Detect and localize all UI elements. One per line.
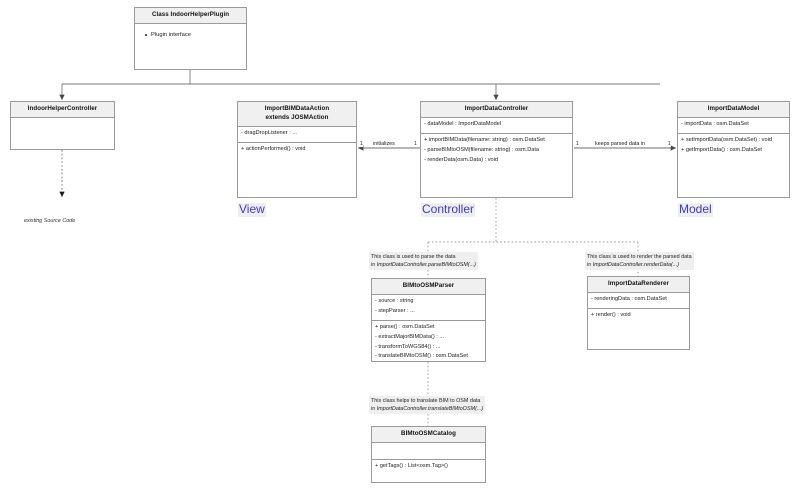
note-catalog-line2: in ImportDataController.translateBIMtoOS… bbox=[371, 405, 483, 413]
attribute-row: - dataModel : ImportDataModel bbox=[424, 121, 502, 128]
note-renderer: This class is used to render the parsed … bbox=[585, 252, 694, 271]
class-box-importdatarenderer[interactable]: ImportDataRenderer - renderingData : osm… bbox=[587, 276, 690, 350]
method-row: + getTags() : List<osm.Tag>() bbox=[375, 463, 448, 470]
method-row: - renderData(osm.Data) : void bbox=[424, 156, 498, 163]
note-parser-line1: This class is used to parse the data bbox=[371, 254, 456, 260]
attributes-importbimdataaction: - dragDropListener : ... bbox=[238, 127, 356, 143]
relation-label-initializes: initializes bbox=[372, 141, 396, 147]
note-catalog-line2-italic: ImportDataController.translateBIMtoOSM(.… bbox=[376, 406, 484, 413]
attribute-row: - source : string bbox=[375, 298, 414, 305]
note-parser-line2: in ImportDataController.parseBIMtoOSM(..… bbox=[371, 261, 476, 269]
method-row: + getImportData() : osm.DataSet bbox=[681, 147, 762, 154]
method-row: - translateBIMtoOSM() : osm.DataSet bbox=[375, 353, 468, 360]
attribute-row: - dragDropListener : ... bbox=[241, 130, 297, 137]
class-box-indoorhelperplugin[interactable]: Class IndoorHelperPlugin Plugin interfac… bbox=[134, 7, 247, 70]
stereotype-view: View bbox=[238, 202, 266, 217]
class-title-bimtoosmcatalog: BIMtoOSMCatalog bbox=[372, 427, 485, 443]
class-body-indoorhelpercontroller bbox=[11, 118, 114, 149]
class-title-importdatamodel: ImportDataModel bbox=[678, 102, 789, 118]
note-renderer-line2-prefix: in bbox=[587, 262, 593, 269]
class-title-indoorhelperplugin: Class IndoorHelperPlugin bbox=[135, 8, 246, 24]
class-title-importdatarenderer: ImportDataRenderer bbox=[588, 277, 689, 293]
class-title-importdatacontroller: ImportDataController bbox=[421, 102, 572, 118]
method-row: + parse() : osm.DataSet bbox=[375, 324, 435, 331]
methods-importdatacontroller: + importBIMData(filename: string) : osm.… bbox=[421, 134, 572, 197]
attributes-importdatacontroller: - dataModel : ImportDataModel bbox=[421, 118, 572, 134]
stereotype-controller: Controller bbox=[421, 202, 476, 217]
note-renderer-line2: in ImportDataController.renderData(...) bbox=[587, 261, 692, 269]
method-row: + render() : void bbox=[591, 312, 631, 319]
stereotype-model: Model bbox=[678, 202, 713, 217]
methods-bimtoosmparser: + parse() : osm.DataSet - extractMajorBI… bbox=[372, 321, 485, 365]
note-catalog-line2-prefix: in bbox=[371, 406, 377, 413]
methods-importdatarenderer: + render() : void bbox=[588, 309, 689, 349]
plugin-feature-item: Plugin interface bbox=[145, 31, 240, 40]
note-renderer-line2-italic: ImportDataController.renderData(...) bbox=[592, 262, 680, 269]
attribute-row: - stepParser : ... bbox=[375, 308, 415, 315]
note-parser: This class is used to parse the data in … bbox=[369, 252, 478, 271]
class-box-importdatacontroller[interactable]: ImportDataController - dataModel : Impor… bbox=[420, 101, 573, 198]
existing-source-code-label: existing Source Code bbox=[24, 218, 76, 224]
class-title-indoorhelpercontroller: IndoorHelperController bbox=[11, 102, 114, 118]
relation-label-keeps-parsed-data: keeps parsed data in bbox=[594, 141, 647, 147]
note-catalog: This class helps to translate BIM to OSM… bbox=[369, 396, 486, 415]
attribute-row: - importData : osm.DataSet bbox=[681, 121, 749, 128]
multiplicity-initializes-target: 1 bbox=[414, 141, 417, 147]
class-box-importbimdataaction[interactable]: ImportBIMDataAction extends JOSMAction -… bbox=[237, 101, 357, 198]
multiplicity-initializes-source: 1 bbox=[360, 141, 363, 147]
class-title-line1: ImportBIMDataAction bbox=[264, 105, 330, 112]
method-row: - transformToWGS84() : ... bbox=[375, 343, 441, 350]
attributes-importdatarenderer: - renderingData : osm.DataSet bbox=[588, 293, 689, 309]
class-title-importbimdataaction: ImportBIMDataAction extends JOSMAction bbox=[238, 102, 356, 127]
class-box-bimtoosmparser[interactable]: BIMtoOSMParser - source : string - stepP… bbox=[371, 278, 486, 362]
method-row: + actionPerformed() : void bbox=[241, 146, 306, 153]
plugin-feature-list: Plugin interface bbox=[135, 24, 246, 43]
note-renderer-line1: This class is used to render the parsed … bbox=[587, 254, 692, 260]
attributes-bimtoosmparser: - source : string - stepParser : ... bbox=[372, 295, 485, 321]
method-row: + importBIMData(filename: string) : osm.… bbox=[424, 137, 545, 144]
method-row: - extractMajorBIMData() : ... bbox=[375, 333, 445, 340]
attributes-importdatamodel: - importData : osm.DataSet bbox=[678, 118, 789, 134]
attribute-row: - renderingData : osm.DataSet bbox=[591, 296, 667, 303]
class-title-line2: extends JOSMAction bbox=[265, 113, 329, 121]
multiplicity-keeps-source: 1 bbox=[576, 141, 579, 147]
note-catalog-line1: This class helps to translate BIM to OSM… bbox=[371, 398, 481, 404]
method-row: + setImportData(osm.DataSet) : void bbox=[681, 137, 772, 144]
class-title-bimtoosmparser: BIMtoOSMParser bbox=[372, 279, 485, 295]
method-row: - parseBIMtoOSM(filename: string) : osm.… bbox=[424, 147, 540, 154]
class-box-importdatamodel[interactable]: ImportDataModel - importData : osm.DataS… bbox=[677, 101, 790, 198]
note-parser-line2-prefix: in bbox=[371, 262, 377, 269]
class-box-bimtoosmcatalog[interactable]: BIMtoOSMCatalog + getTags() : List<osm.T… bbox=[371, 426, 486, 483]
multiplicity-keeps-target: 1 bbox=[668, 141, 671, 147]
note-parser-line2-italic: ImportDataController.parseBIMtoOSM(...) bbox=[376, 262, 476, 269]
attributes-bimtoosmcatalog bbox=[372, 443, 485, 460]
methods-importdatamodel: + setImportData(osm.DataSet) : void + ge… bbox=[678, 134, 789, 197]
class-box-indoorhelpercontroller[interactable]: IndoorHelperController bbox=[10, 101, 115, 150]
methods-bimtoosmcatalog: + getTags() : List<osm.Tag>() bbox=[372, 460, 485, 482]
methods-importbimdataaction: + actionPerformed() : void bbox=[238, 143, 356, 197]
